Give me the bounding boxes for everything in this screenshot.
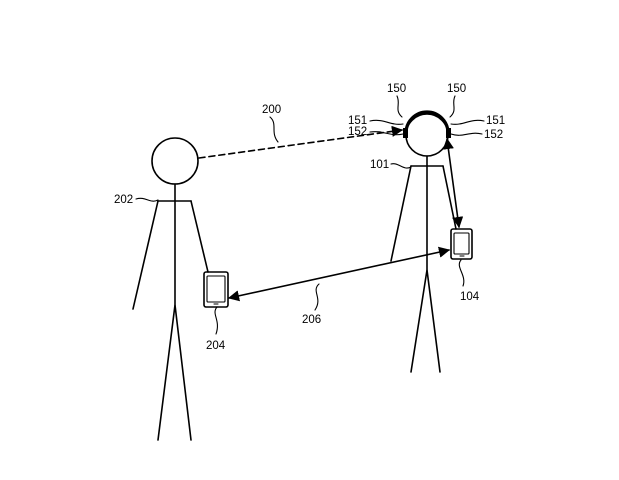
leader-151-left [369,119,404,125]
ear-device-right-icon [446,128,451,138]
person-left-legs [157,304,192,441]
leader-204 [214,306,218,335]
ear-device-band [404,110,450,134]
headset-device-link [442,137,464,229]
label-151-right: 151 [486,115,505,127]
label-202: 202 [114,194,133,206]
person-right-left-arm [390,165,412,262]
person-right-right-arm [442,165,457,230]
leader-202 [135,197,159,202]
label-101: 101 [370,159,389,171]
label-150-left: 150 [387,83,406,95]
person-left-head [151,137,199,185]
leader-104 [458,259,465,287]
label-200: 200 [262,104,281,116]
wireless-link-206 [227,246,451,302]
label-152-right: 152 [484,129,503,141]
person-left-right-arm [190,200,209,273]
label-104: 104 [460,291,480,303]
leader-200 [269,116,279,143]
device-right [450,228,473,260]
person-left-left-arm [132,200,159,310]
label-150-right: 150 [447,83,466,95]
leader-206 [314,283,320,311]
person-right-legs [410,269,441,373]
label-204: 204 [206,340,226,352]
leader-150-left [396,95,403,118]
leader-152-left [369,131,404,136]
leader-101 [390,163,412,169]
leader-152-right [450,132,483,136]
leader-150-right [449,95,456,118]
leader-151-right [450,119,485,125]
ear-device-left-icon [403,128,408,138]
device-left [203,271,229,308]
dashed-link-200 [198,125,404,159]
label-206: 206 [302,314,321,326]
label-151-left: 151 [348,115,367,127]
label-152-left: 152 [348,126,367,138]
person-left [132,137,209,441]
person-right [390,110,457,373]
